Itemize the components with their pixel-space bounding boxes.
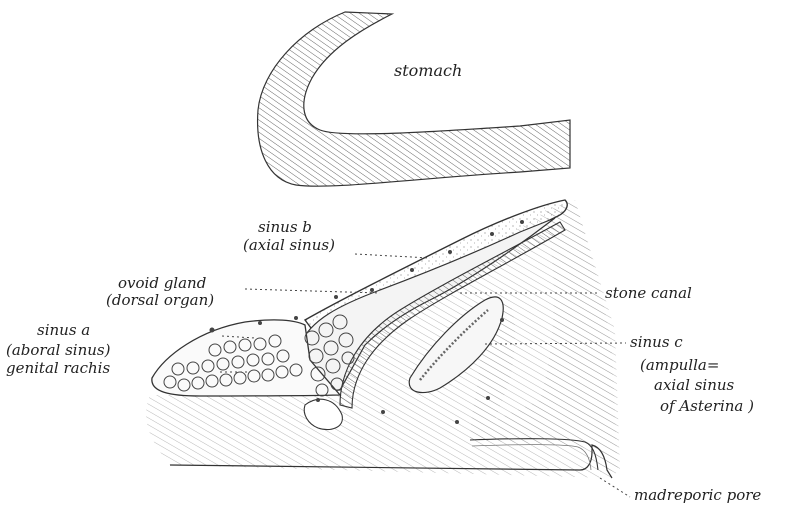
label-sinus-c: sinus c xyxy=(630,333,683,351)
label-sinus-c-line1: (ampulla= xyxy=(640,356,719,374)
label-sinus-c-line2: axial sinus xyxy=(654,376,734,394)
label-ovoid-gland-alt: (dorsal organ) xyxy=(106,291,214,309)
label-sinus-b: sinus b xyxy=(258,218,312,236)
label-madreporic-pore: madreporic pore xyxy=(634,486,761,504)
label-stomach: stomach xyxy=(394,62,462,80)
label-genital-rachis: genital rachis xyxy=(6,359,110,377)
label-ovoid-gland: ovoid gland xyxy=(118,274,206,292)
stomach-shape xyxy=(258,12,570,186)
label-sinus-c-line3: of Asterina ) xyxy=(660,397,754,415)
label-sinus-a: sinus a xyxy=(37,321,90,339)
label-sinus-a-alt: (aboral sinus) xyxy=(6,341,110,359)
label-sinus-b-alt: (axial sinus) xyxy=(243,236,335,254)
label-stone-canal: stone canal xyxy=(605,284,692,302)
